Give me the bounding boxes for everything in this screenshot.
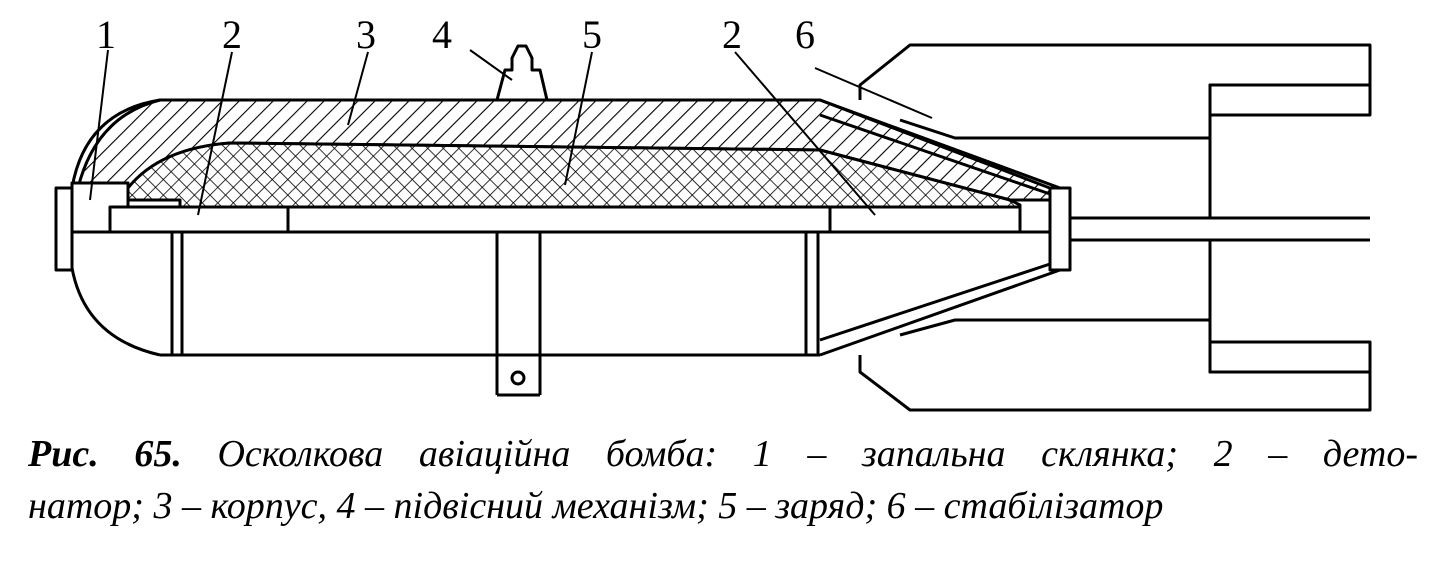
label-body: 3 [356, 12, 376, 57]
label-detonator-front: 2 [222, 12, 242, 57]
label-ignition-cup: 1 [96, 12, 116, 57]
leader-5 [564, 51, 593, 186]
label-suspension: 4 [432, 12, 452, 57]
stabilizer-ring-lower [1208, 340, 1372, 374]
stabilizer-fin-lower-inner [899, 318, 1210, 337]
leader-2-front [197, 51, 233, 216]
caption-line-1: Рис. 65. Осколкова авіаційна бомба: 1 – … [28, 428, 1418, 480]
tail-cone-lower [819, 268, 1061, 357]
figure-caption: Рис. 65. Осколкова авіаційна бомба: 1 – … [28, 428, 1418, 532]
ignition-cup [54, 186, 74, 272]
leader-2-rear [734, 51, 876, 216]
leader-4 [469, 49, 513, 81]
caption-text-1: Осколкова авіаційна бомба: 1 – запальна … [217, 433, 1419, 475]
caption-line-2: натор; 3 – корпус, 4 – підвісний механіз… [28, 485, 1164, 527]
tail-cone-upper [819, 98, 1061, 190]
label-detonator-rear: 2 [722, 12, 742, 57]
leader-6 [814, 67, 933, 119]
suspension-lug [495, 44, 549, 101]
detonator-rear [828, 205, 1022, 234]
figure-number: Рис. 65. [28, 433, 182, 475]
bomb-diagram: 1 2 3 4 5 2 6 [54, 12, 1372, 412]
label-stabilizer: 6 [795, 12, 815, 57]
label-charge: 5 [582, 12, 602, 57]
leader-3 [347, 51, 369, 126]
tail-cone-lower-inner [819, 262, 1051, 342]
stabilizer-fin-upper-inner [899, 118, 1210, 140]
leader-1 [89, 49, 109, 201]
stabilizer-ring-upper [1208, 83, 1372, 117]
suspension-hole [510, 370, 526, 386]
tail-joint [1048, 186, 1072, 272]
tail-cone-upper-inner [819, 113, 1051, 196]
